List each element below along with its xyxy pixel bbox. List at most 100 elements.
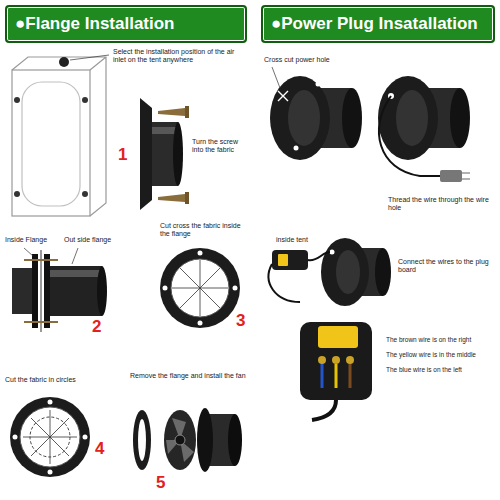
cut-line [23, 437, 50, 438]
cut-line [50, 410, 51, 437]
inside-flange-plate [32, 254, 38, 328]
callout-number: 2 [92, 318, 110, 335]
part-name: Inside Flange [5, 236, 65, 244]
flange-plate [270, 76, 330, 160]
terminal-screw [318, 356, 326, 364]
part-name: Out side flange [64, 236, 134, 244]
plug-terminal [278, 254, 288, 266]
instruction-note: Select the installation position of the … [113, 48, 243, 65]
flange-opening [288, 90, 320, 146]
screw-hole [163, 286, 168, 291]
instruction-note: Turn the screw into the fabric [192, 138, 248, 155]
power-wire [308, 252, 330, 260]
terminal-screw [346, 356, 354, 364]
screw-hole [13, 435, 18, 440]
screw [158, 108, 185, 116]
plug-board-cover [318, 326, 358, 348]
tent-vent [14, 191, 20, 197]
cut-line [50, 437, 51, 464]
leader-line [70, 55, 109, 60]
terminal-screw [332, 356, 340, 364]
cut-line [200, 288, 201, 316]
tent-fabric [171, 259, 229, 317]
cut-line [200, 288, 220, 308]
screw [24, 259, 58, 261]
callout-number: 5 [156, 474, 174, 491]
flange-tube-end [342, 88, 362, 148]
leader-line [24, 248, 33, 256]
instruction-note: Cut cross the fabric inside the flange [160, 222, 248, 239]
flange-ring [10, 397, 90, 477]
flange-opening [396, 90, 428, 146]
brown-wire [349, 364, 352, 388]
tent-vent [82, 191, 88, 197]
flange-plate [140, 98, 152, 210]
instruction-note: Remove the flange and install the fan [130, 372, 248, 380]
inside-flange-tube [12, 268, 32, 314]
screw-hole [294, 146, 299, 151]
fan-blade [166, 418, 194, 462]
flange-opening [138, 419, 146, 461]
header-text: ●Power Plug Insatallation [271, 15, 478, 34]
flange-tube-end [97, 266, 107, 316]
flange-opening [336, 250, 360, 294]
fan-hub [175, 435, 185, 445]
callout-number: 3 [236, 312, 252, 329]
instruction-note: Connect the wires to the plug board [398, 258, 496, 275]
screw-hole [83, 435, 88, 440]
cut-lines [172, 260, 228, 316]
wire-hole [330, 250, 335, 255]
plug-connector [272, 250, 308, 270]
cut-line [50, 418, 69, 437]
screw [158, 194, 185, 202]
flange-ring [160, 248, 240, 328]
power-wire [379, 96, 440, 176]
part-name: inside tent [276, 236, 336, 244]
cut-line [200, 260, 201, 288]
wiring-note: The yellow wire is in the middle [386, 351, 496, 359]
leader-line [72, 248, 78, 264]
cut-line [50, 437, 77, 438]
cut-line [50, 437, 69, 456]
flange-plate [321, 238, 369, 306]
tent-drawing [12, 57, 106, 216]
callout-number: 1 [118, 146, 136, 163]
cut-line [180, 268, 200, 288]
flange-highlight [50, 270, 102, 277]
tent-side [12, 57, 106, 216]
instruction-note: Thread the wire through the wire hole [388, 196, 494, 213]
screw-head [185, 106, 189, 118]
cut-line [172, 288, 200, 289]
header-text: ●Flange Installation [15, 15, 175, 34]
cut-line [31, 437, 50, 456]
flange-highlight [152, 127, 178, 134]
tent-door [22, 82, 80, 206]
section-header: ●Power Plug Insatallation [261, 5, 495, 43]
outside-flange-tube [50, 266, 102, 316]
flange-tube-end [228, 414, 242, 466]
plug-pin [462, 172, 470, 174]
tent-vent [14, 97, 20, 103]
cut-lines [23, 410, 77, 464]
blue-wire [321, 364, 324, 388]
screw-hole [198, 321, 203, 326]
callout-number: 4 [95, 440, 113, 457]
fan-housing [164, 410, 196, 470]
screw-head [185, 192, 189, 204]
flange-ring [133, 410, 151, 470]
instruction-note: Cut the fabric in circles [5, 376, 115, 384]
outside-flange-plate [44, 254, 50, 328]
screw-hole [48, 470, 53, 475]
flange-plate [197, 408, 213, 472]
cut-line [200, 268, 220, 288]
cut-line [200, 288, 228, 289]
power-cable [312, 400, 336, 420]
cross-cut-hole [278, 91, 288, 101]
wiring-note: The blue wire is on the left [386, 366, 496, 374]
screw-hole [233, 286, 238, 291]
flange-tube-end [450, 88, 470, 148]
leader-line [272, 67, 280, 88]
tent-fabric [20, 407, 80, 467]
cut-line [31, 418, 50, 437]
flange-tube-end [173, 122, 183, 186]
